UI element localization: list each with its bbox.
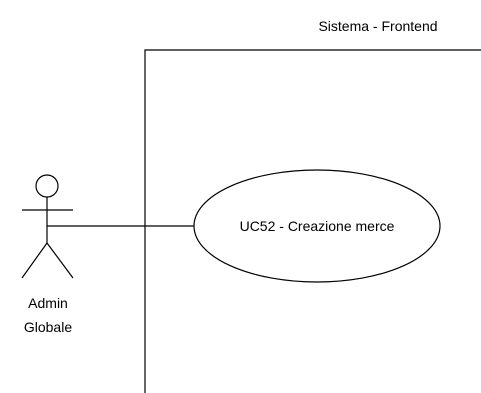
use-case-uc52: UC52 - Creazione merce — [193, 169, 441, 283]
actor-right-leg — [46, 242, 74, 279]
actor-admin-globale: Admin Globale — [21, 174, 74, 335]
system-boundary-frame — [144, 49, 481, 393]
actor-head — [35, 174, 59, 198]
use-case-ellipse — [193, 169, 441, 283]
use-case-label: UC52 - Creazione merce — [240, 218, 395, 234]
actor-left-leg — [21, 242, 48, 279]
actor-name-line2: Globale — [24, 319, 72, 335]
system-boundary-label: Sistema - Frontend — [318, 18, 437, 34]
system-boundary: Sistema - Frontend — [144, 18, 481, 393]
actor-name-line1: Admin — [28, 295, 68, 311]
